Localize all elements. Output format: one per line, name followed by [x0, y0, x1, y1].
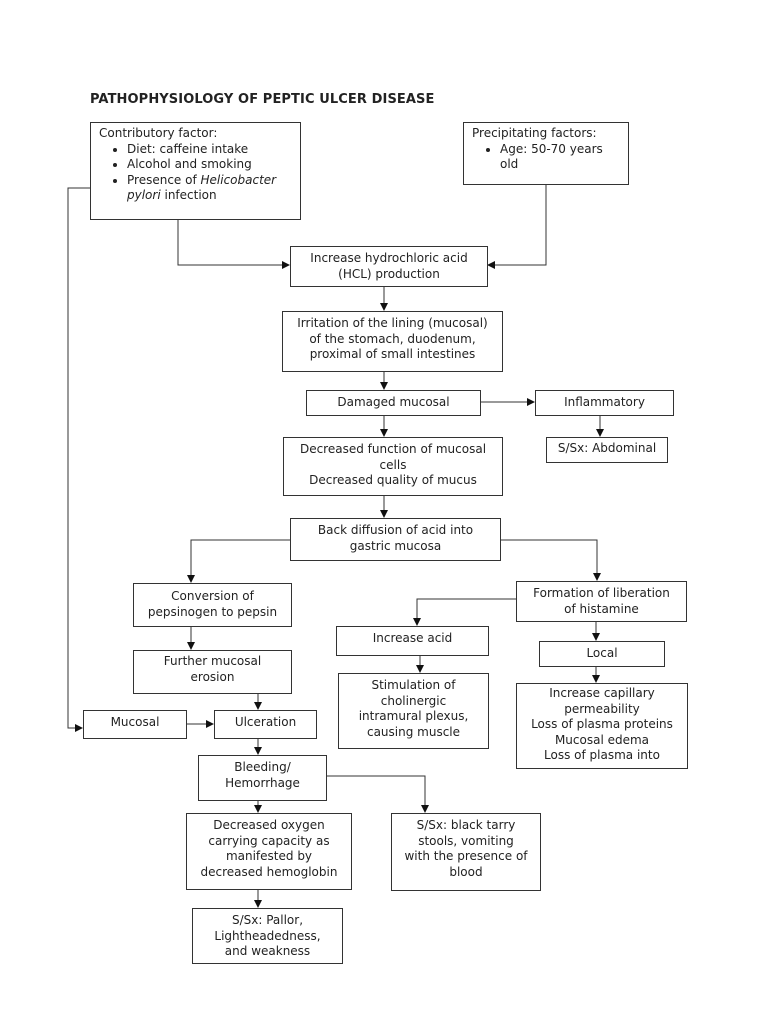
node-inflammatory: Inflammatory — [535, 390, 674, 416]
arrow-bleeding-to-black-tarry — [326, 775, 429, 813]
node-damaged-mucosal: Damaged mucosal — [306, 390, 481, 416]
contributory-heading: Contributory factor: — [99, 126, 218, 140]
precipitating-heading: Precipitating factors: — [472, 126, 597, 140]
arrow-back-to-formation — [500, 539, 601, 581]
contributory-factor-box: Contributory factor: Diet: caffeine inta… — [90, 122, 301, 220]
arrow-formation-to-acid — [413, 598, 516, 626]
precipitating-factors-box: Precipitating factors: Age: 50-70 years … — [463, 122, 629, 185]
precipitating-item: Age: 50-70 years old — [500, 142, 620, 173]
node-pallor: S/Sx: Pallor,Lightheadedness,and weaknes… — [192, 908, 343, 964]
contributory-item: Alcohol and smoking — [127, 157, 292, 173]
node-increase-acid: Increase acid — [336, 626, 489, 656]
contributory-item: Presence of Helicobacter pylori infectio… — [127, 173, 292, 204]
page-title: PATHOPHYSIOLOGY OF PEPTIC ULCER DISEASE — [90, 92, 435, 107]
contributory-item: Diet: caffeine intake — [127, 142, 292, 158]
node-abdominal: S/Sx: Abdominal — [546, 437, 668, 463]
arrow-contributory-to-hcl — [177, 219, 290, 269]
arrow-contributory-to-mucosal — [67, 187, 90, 732]
node-bleeding: Bleeding/Hemorrhage — [198, 755, 327, 801]
node-local: Local — [539, 641, 665, 667]
node-hcl: Increase hydrochloric acid(HCL) producti… — [290, 246, 488, 287]
node-mucosal: Mucosal — [83, 710, 187, 739]
node-irritation: Irritation of the lining (mucosal)of the… — [282, 311, 503, 372]
arrow-precipitating-to-hcl — [487, 184, 547, 269]
node-ulceration: Ulceration — [214, 710, 317, 739]
arrow-back-to-conversion — [187, 539, 290, 583]
